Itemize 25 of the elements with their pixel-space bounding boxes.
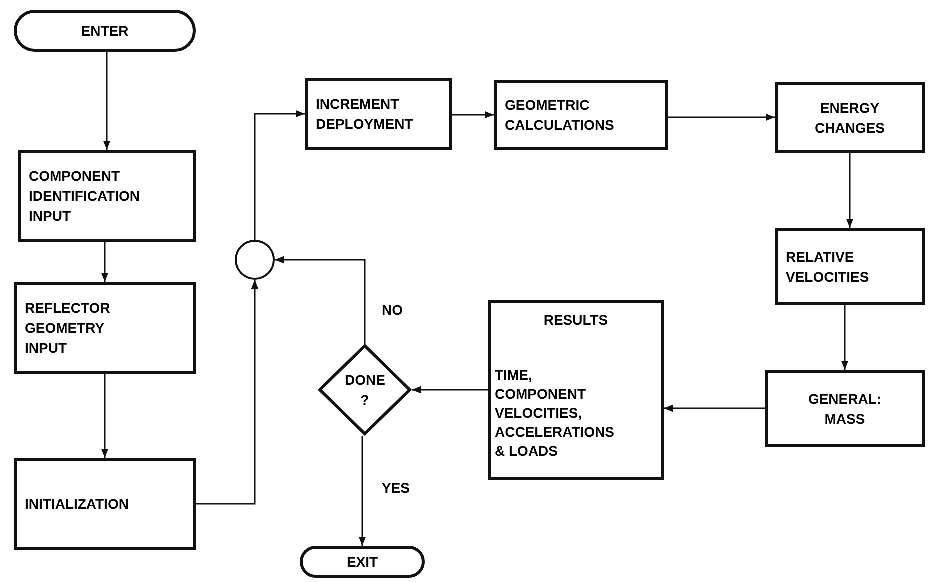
process-box: RELATIVE VELOCITIES bbox=[775, 228, 925, 305]
process-box: REFLECTOR GEOMETRY INPUT bbox=[14, 282, 196, 374]
decision-diamond: DONE ? bbox=[318, 344, 412, 436]
process-box: RESULTS TIME, COMPONENT VELOCITIES, ACCELERATIONS & LOADS bbox=[488, 300, 664, 480]
arrow bbox=[254, 110, 305, 240]
arrow bbox=[358, 436, 366, 546]
terminal-box: EXIT bbox=[300, 546, 425, 578]
arrow bbox=[846, 153, 854, 228]
process-box: COMPONENT IDENTIFICATION INPUT bbox=[18, 150, 196, 242]
arrow bbox=[452, 111, 494, 119]
terminal-box: ENTER bbox=[14, 10, 196, 52]
arrow bbox=[103, 52, 111, 150]
arrow bbox=[668, 114, 775, 122]
arrow bbox=[412, 386, 488, 394]
arrow bbox=[664, 404, 765, 412]
arrow bbox=[275, 256, 366, 344]
arrow bbox=[101, 374, 109, 458]
process-box: GENERAL: MASS bbox=[765, 370, 925, 447]
arrow bbox=[101, 242, 109, 282]
arrow bbox=[841, 305, 849, 370]
process-box: INCREMENT DEPLOYMENT bbox=[305, 78, 452, 150]
process-box: INITIALIZATION bbox=[14, 458, 196, 550]
arrow bbox=[196, 280, 259, 505]
process-box: GEOMETRIC CALCULATIONS bbox=[494, 80, 668, 150]
process-box: ENERGY CHANGES bbox=[775, 82, 925, 153]
